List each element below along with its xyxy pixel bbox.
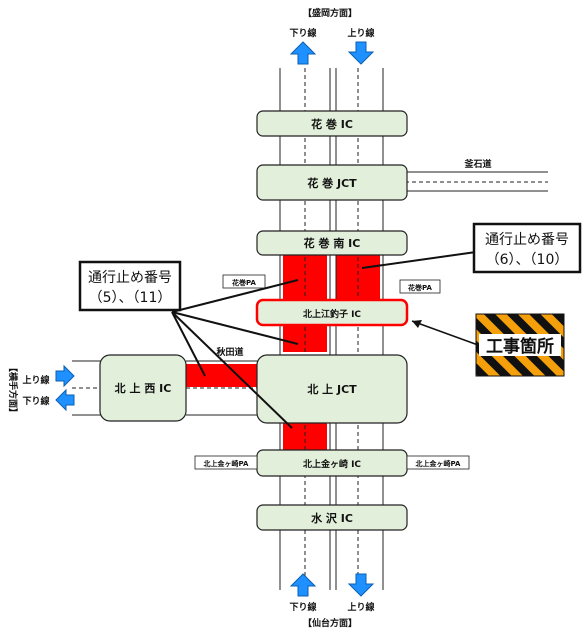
kitakami-jct-label: 北 上 JCT: [307, 382, 357, 396]
kitakami-esashi-ic-box: [255, 298, 409, 327]
hanamaki-minami-ic-label: 花 巻 南 IC: [304, 236, 361, 250]
hanamaki-minami-ic-box: [256, 230, 408, 256]
hanamaki-pa-left-box: [222, 274, 266, 289]
construction-label: 工事箇所: [486, 336, 554, 357]
bottom-up-lane-label: 上り線: [347, 601, 374, 613]
construction-pointer: [411, 320, 479, 346]
kanegasaki-pa-left-box: [194, 455, 258, 470]
hanamaki-jct-box: [256, 164, 408, 201]
kitakami-esashi-ic-label: 北上江釣子 IC: [303, 308, 361, 320]
bottom-southbound-arrow-icon: [347, 573, 375, 597]
right-closure-callout: [472, 222, 582, 274]
bottom-northbound-arrow-icon: [289, 573, 317, 597]
hanamaki-jct-label: 花 巻 JCT: [307, 176, 357, 190]
main-expressway: [279, 68, 384, 590]
kamaishi-road: [405, 171, 548, 192]
eastbound-arrow-icon: [55, 364, 75, 388]
hanamaki-ic-label: 花 巻 IC: [311, 117, 353, 131]
closure-section-akita: [186, 364, 258, 387]
kitakami-nishi-ic-label: 北 上 西 IC: [115, 381, 172, 395]
southbound-arrow-icon: [347, 41, 375, 65]
kitakami-kanegasaki-ic-label: 北上金ヶ崎 IC: [303, 458, 361, 470]
hanamaki-pa-left-label: 花巻PA: [232, 278, 256, 287]
kitakami-jct-box: [256, 354, 408, 424]
bottom-down-lane-label: 下り線: [289, 601, 316, 613]
south-direction-label: 【仙台方面】: [303, 617, 357, 629]
northbound-arrow-icon: [289, 41, 317, 65]
hanamaki-pa-right-box: [399, 279, 441, 294]
kanegasaki-pa-left-label: 北上金ヶ崎PA: [204, 459, 249, 468]
left-callout-pointers: [171, 279, 299, 429]
hanamaki-ic-box: [256, 110, 408, 137]
left-callout-line2: （5）、（11）: [89, 290, 172, 306]
mizusawa-ic-box: [256, 504, 408, 531]
akita-road-label: 秋田道: [215, 346, 243, 358]
construction-arrowhead-icon: [412, 320, 422, 328]
mizusawa-ic-label: 水 沢 IC: [311, 511, 353, 525]
kanegasaki-pa-right-box: [406, 455, 470, 470]
top-down-lane-label: 下り線: [289, 27, 316, 39]
west-direction-label: 【横手方面】: [7, 363, 19, 417]
hanamaki-pa-right-label: 花巻PA: [408, 283, 432, 292]
right-callout-pointers: [361, 251, 477, 269]
right-callout-line1: 通行止め番号: [485, 232, 569, 248]
north-direction-label: 【盛岡方面】: [303, 7, 357, 19]
west-up-lane-label: 上り線: [22, 374, 49, 386]
kanegasaki-pa-right-label: 北上金ヶ崎PA: [416, 459, 461, 468]
left-closure-callout: [78, 260, 182, 312]
right-callout-line2: （6）、（10）: [486, 252, 569, 268]
west-down-lane-label: 下り線: [22, 395, 49, 407]
westbound-arrow-icon: [55, 388, 75, 412]
left-callout-line1: 通行止め番号: [88, 270, 172, 286]
kamaishi-road-label: 釜石道: [463, 158, 491, 170]
construction-sign: [475, 313, 565, 377]
kitakami-nishi-ic-box: [99, 354, 187, 422]
top-up-lane-label: 上り線: [347, 27, 374, 39]
